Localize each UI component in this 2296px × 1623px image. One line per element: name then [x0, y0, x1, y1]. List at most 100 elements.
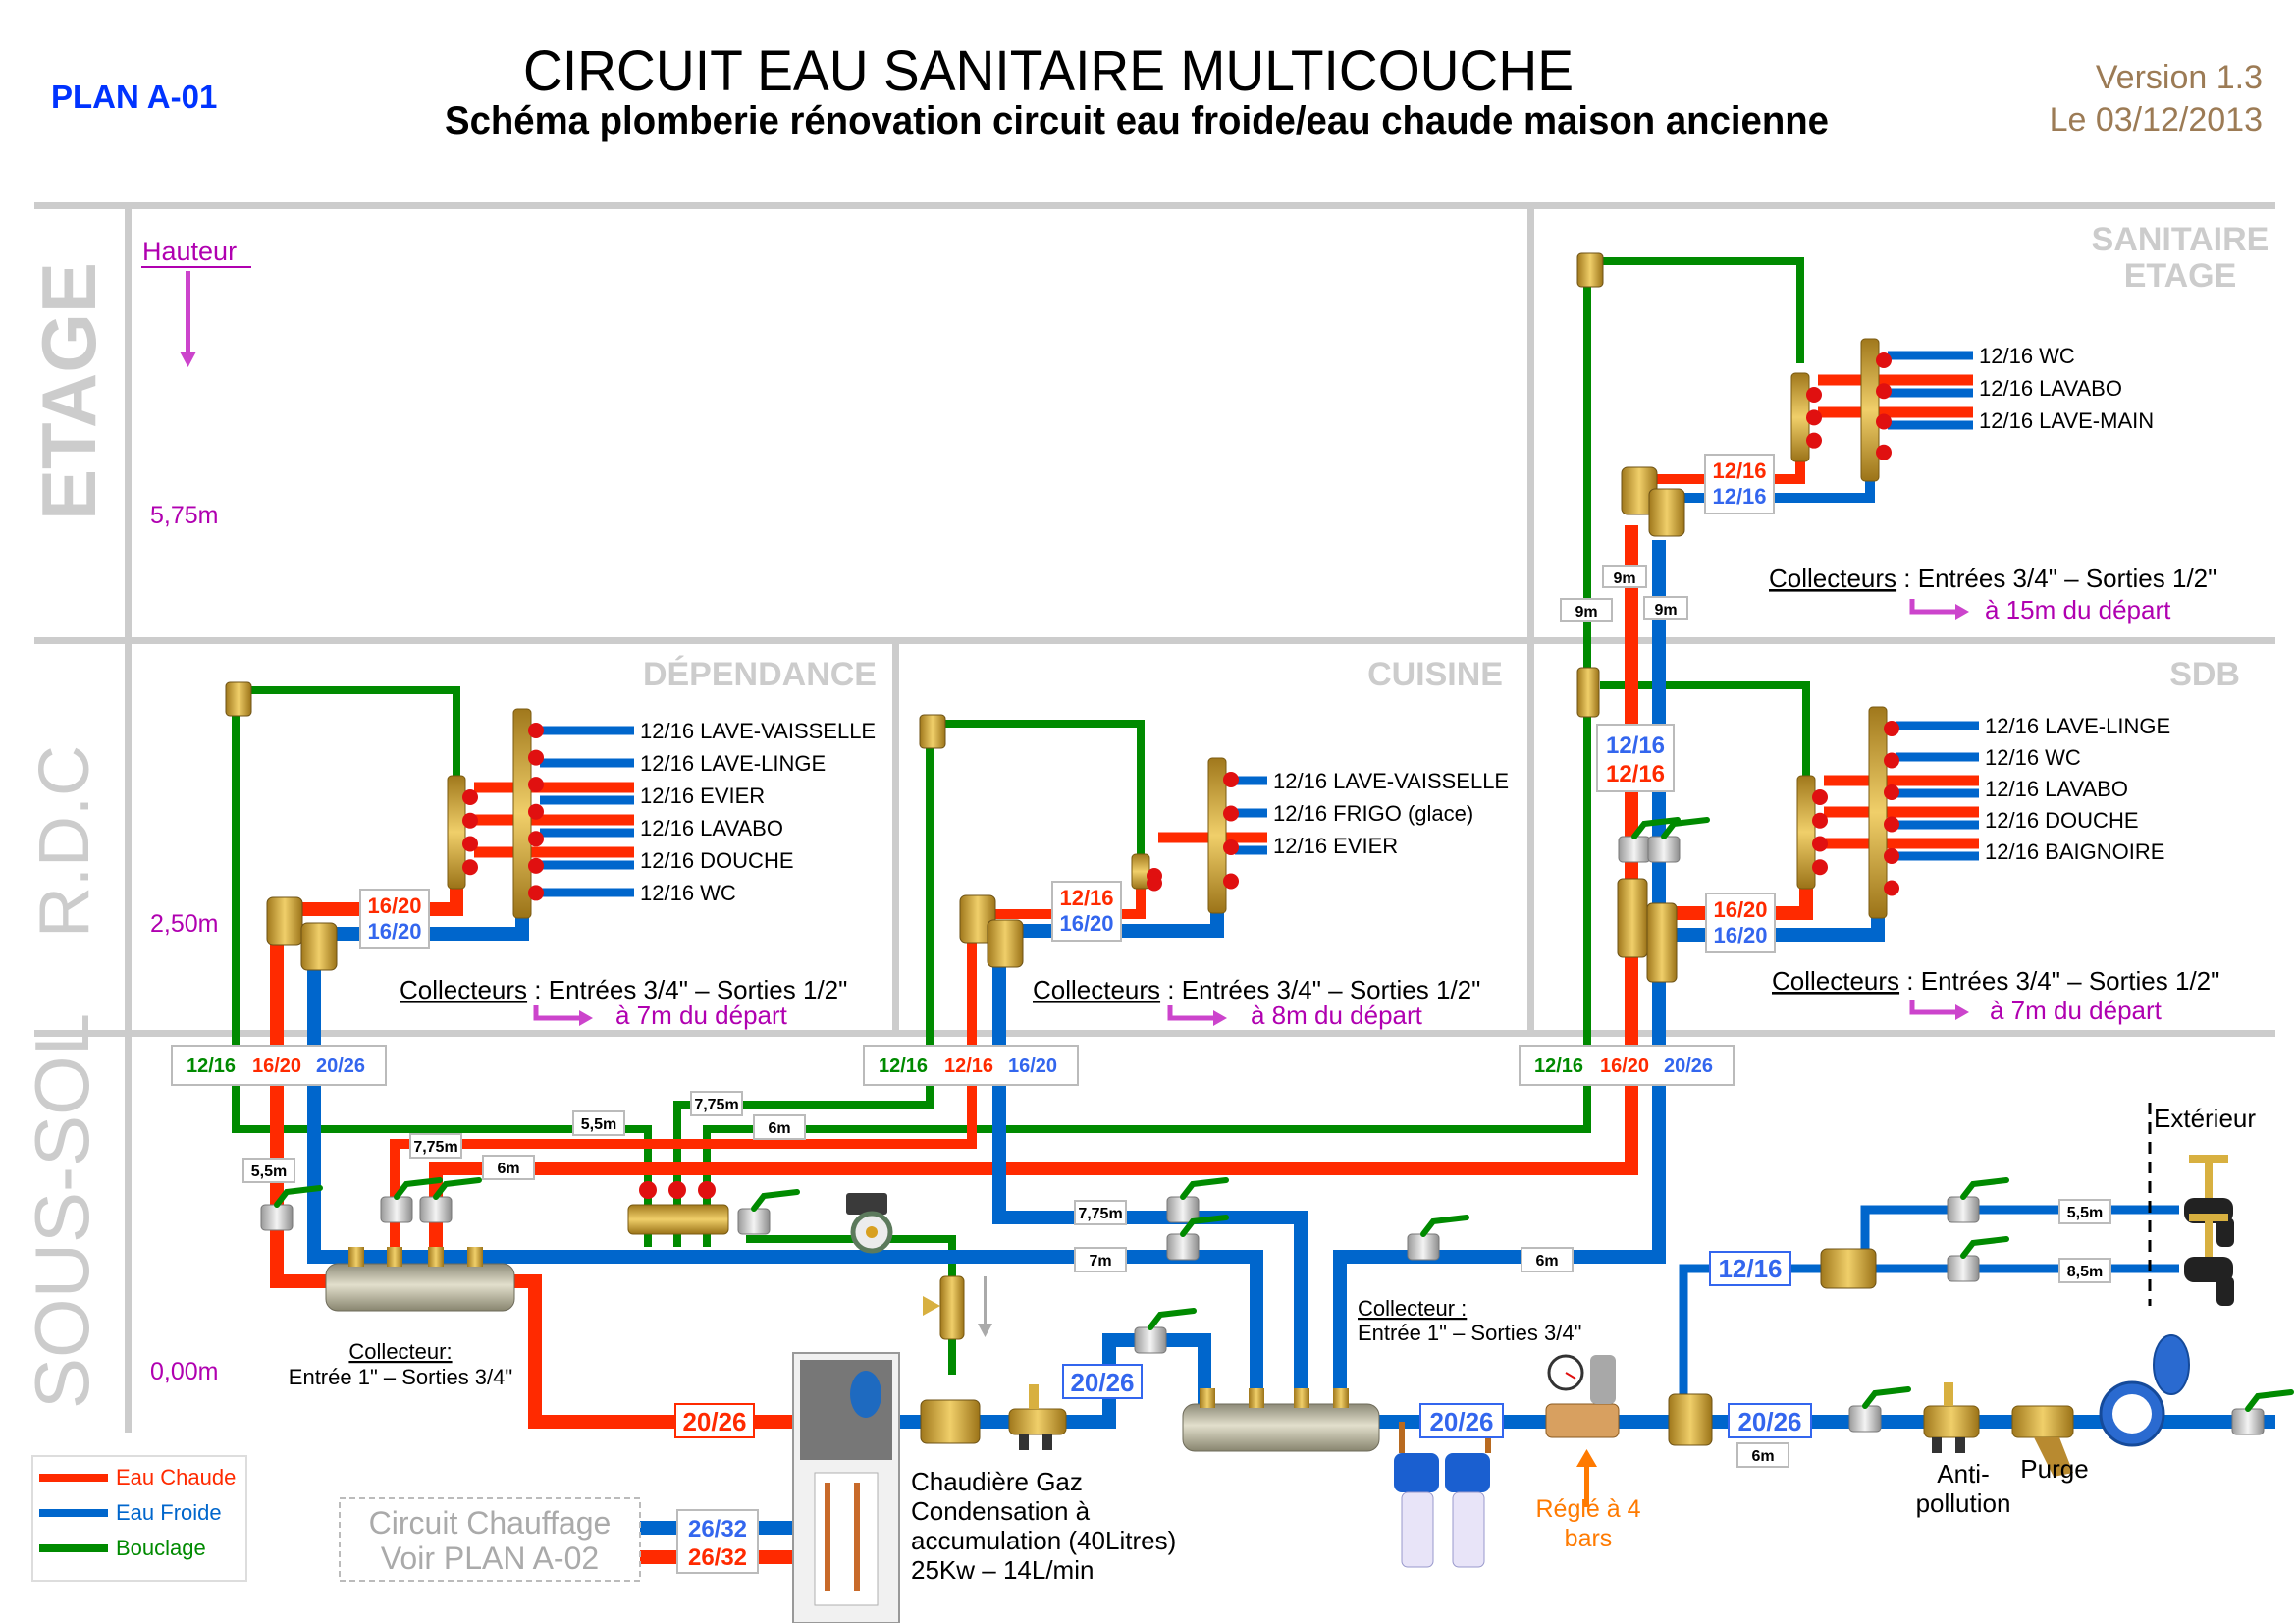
ball-valve-icon[interactable] — [1647, 817, 1710, 863]
red-valve-handle-icon[interactable] — [462, 789, 478, 805]
red-valve-handle-icon[interactable] — [1806, 387, 1822, 403]
length-label: 6m — [753, 1114, 806, 1140]
note-etage: Collecteurs : Entrées 3/4" – Sorties 1/2… — [1769, 564, 2216, 624]
svg-text:20/26: 20/26 — [1070, 1368, 1134, 1397]
hot-collector-spec: Entrée 1" – Sorties 3/4" — [289, 1365, 512, 1389]
elbow-icon — [919, 714, 946, 749]
reducer-note-1: Réglé à 4 — [1535, 1495, 1640, 1523]
tee-icon — [920, 1399, 981, 1444]
hot-pipe-cuisine-top — [991, 889, 1146, 919]
red-valve-handle-icon[interactable] — [462, 859, 478, 876]
red-valve-handle-icon[interactable] — [1223, 873, 1239, 890]
outlet-label: 12/16 LAVABO — [640, 816, 783, 840]
loop-pipe-cuisine-top — [930, 720, 1145, 854]
legend-swatch — [39, 1509, 108, 1517]
red-valve-handle-icon[interactable] — [1876, 444, 1892, 460]
water-filter-icon — [1394, 1422, 1491, 1568]
ball-valve-icon[interactable] — [1166, 1177, 1229, 1223]
red-valve-handle-icon[interactable] — [1812, 789, 1828, 805]
ball-valve-icon[interactable] — [1166, 1215, 1229, 1261]
outlet-label: 12/16 FRIGO (glace) — [1273, 801, 1473, 826]
outlet-label: 12/16 LAVABO — [1985, 777, 2128, 801]
red-valve-handle-icon[interactable] — [1223, 772, 1239, 787]
svg-text:5,5m: 5,5m — [581, 1116, 616, 1133]
heating-circuit-reference[interactable]: Circuit Chauffage Voir PLAN A-02 — [339, 1497, 641, 1582]
mixing-valve-icon — [923, 1275, 992, 1340]
red-valve-handle-icon[interactable] — [528, 723, 544, 738]
elbow-icon — [987, 919, 1024, 968]
red-valve-handle-icon[interactable] — [1884, 721, 1899, 736]
tee-icon — [1617, 878, 1648, 958]
ball-valve-icon[interactable] — [260, 1185, 323, 1231]
red-valve-handle-icon[interactable] — [1884, 816, 1899, 833]
red-valve-handle-icon[interactable] — [1806, 409, 1822, 426]
hauteur-arrow-icon — [180, 271, 196, 367]
circulator-pump-icon — [846, 1193, 893, 1254]
svg-text:12/16: 12/16 — [187, 1055, 236, 1077]
svg-text:12/16: 12/16 — [1606, 761, 1665, 787]
outlet-label: 12/16 LAVABO — [1979, 376, 2122, 401]
length-label: 6m — [1521, 1247, 1574, 1272]
ball-valve-icon[interactable] — [419, 1177, 482, 1223]
note-cuisine: Collecteurs : Entrées 3/4" – Sorties 1/2… — [1033, 975, 1480, 1030]
svg-text:16/20: 16/20 — [1713, 897, 1767, 922]
room-label-dependance: DÉPENDANCE — [643, 656, 877, 693]
red-valve-handle-icon[interactable] — [1876, 352, 1892, 368]
ball-valve-icon[interactable] — [1848, 1386, 1911, 1433]
ball-valve-icon[interactable] — [1947, 1177, 2009, 1223]
svg-text:8,5m: 8,5m — [2067, 1264, 2103, 1280]
red-valve-handle-icon[interactable] — [1884, 752, 1899, 769]
svg-text:20/26: 20/26 — [316, 1055, 365, 1077]
boiler-desc-4: 25Kw – 14L/min — [911, 1555, 1094, 1585]
red-valve-handle-icon[interactable] — [1812, 836, 1828, 852]
legend-label: Eau Froide — [116, 1500, 222, 1525]
height-etage: 5,75m — [150, 502, 218, 529]
red-valve-handle-icon[interactable] — [1876, 383, 1892, 400]
svg-text:6m: 6m — [1751, 1448, 1774, 1465]
red-valve-handle-icon[interactable] — [1876, 413, 1892, 430]
red-valve-handle-icon[interactable] — [1812, 859, 1828, 876]
red-valve-handle-icon[interactable] — [1884, 848, 1899, 864]
red-valve-handle-icon[interactable] — [1884, 880, 1899, 896]
floor-grid — [34, 202, 2275, 1433]
ball-valve-icon[interactable] — [1618, 817, 1681, 863]
red-valve-handle-icon[interactable] — [1884, 784, 1899, 800]
red-valve-handle-icon[interactable] — [528, 857, 544, 874]
red-valve-handle-icon[interactable] — [1147, 875, 1162, 892]
red-valve-handle-icon[interactable] — [528, 777, 544, 793]
ball-valve-icon[interactable] — [1134, 1308, 1197, 1354]
cold-manifold — [1868, 706, 1888, 919]
length-label: 5,5m — [2058, 1199, 2111, 1224]
note-dependance: Collecteurs : Entrées 3/4" – Sorties 1/2… — [400, 975, 847, 1030]
red-valve-handle-icon[interactable] — [462, 836, 478, 852]
ball-valve-icon[interactable] — [2231, 1389, 2294, 1435]
cold-collector-spec: Entrée 1" – Sorties 3/4" — [1358, 1321, 1581, 1345]
red-valve-handle-icon[interactable] — [528, 831, 544, 847]
red-valve-handle-icon[interactable] — [1223, 839, 1239, 855]
ball-valve-icon[interactable] — [737, 1189, 800, 1235]
hot-collector-title: Collecteur: — [348, 1339, 452, 1364]
ball-valve-icon[interactable] — [380, 1177, 443, 1223]
ball-valves — [260, 817, 2294, 1435]
red-valve-handle-icon[interactable] — [1812, 812, 1828, 829]
ball-valve-icon[interactable] — [1407, 1215, 1469, 1261]
ball-valve-icon[interactable] — [1947, 1236, 2009, 1282]
red-valve-handle-icon[interactable] — [528, 749, 544, 766]
red-valve-handle-icon[interactable] — [1223, 805, 1239, 822]
height-soussol: 0,00m — [150, 1358, 218, 1385]
boiler-desc-3: accumulation (40Litres) — [911, 1526, 1176, 1555]
arrow-icon — [1909, 1000, 1955, 1015]
loop-pipe-cuisine — [673, 731, 934, 1247]
tee-icon — [1646, 902, 1678, 983]
red-valve-handle-icon[interactable] — [462, 812, 478, 829]
length-label: 9m — [1602, 565, 1647, 588]
red-valve-handle-icon[interactable] — [528, 885, 544, 901]
hot-main-to-boiler — [512, 1274, 795, 1429]
reducer-note-2: bars — [1565, 1525, 1613, 1552]
red-valve-handle-icon[interactable] — [528, 803, 544, 820]
red-valve-handle-icon[interactable] — [1806, 432, 1822, 449]
